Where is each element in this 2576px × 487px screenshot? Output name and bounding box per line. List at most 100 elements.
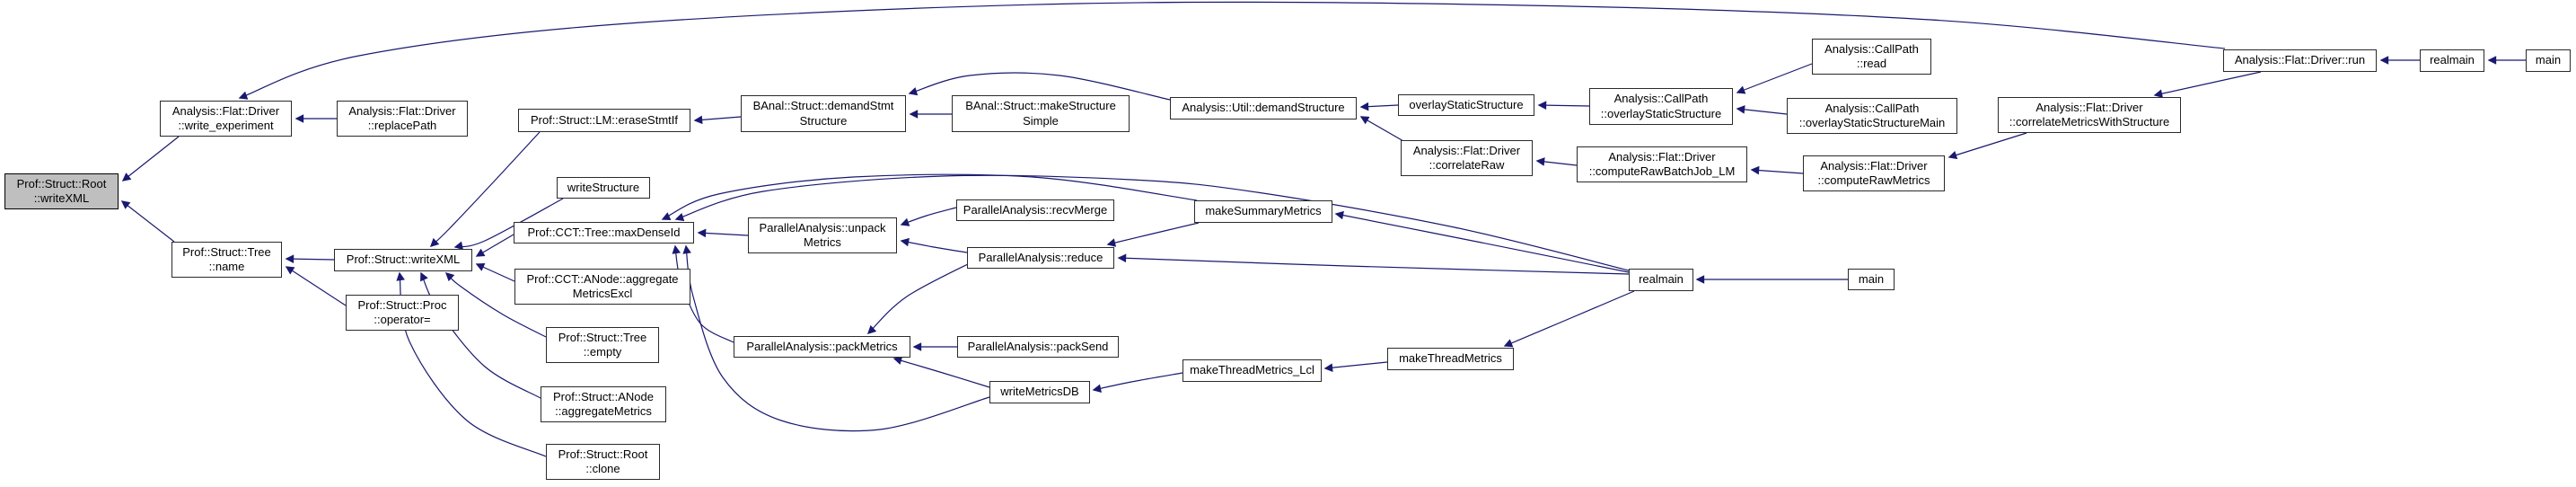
edge-write_experiment-to-root_writexml: [121, 136, 180, 182]
graph-node-label: ParallelAnalysis::packSend: [967, 339, 1109, 353]
graph-node-erase_stmtif[interactable]: Prof::Struct::LM::eraseStmtIf: [518, 109, 690, 132]
graph-node-label: BAnal::Struct::demandStmt: [752, 99, 894, 113]
graph-node-label: Analysis::Flat::Driver: [1412, 143, 1521, 157]
graph-node-label: ::correlateMetricsWithStructure: [2009, 115, 2170, 128]
graph-node-realmain_top[interactable]: realmain: [2420, 49, 2484, 72]
edge-proc_operator-to-tree_name: [285, 266, 347, 306]
graph-node-label: Analysis::Flat::Driver: [171, 103, 280, 118]
graph-node-label: ::operator=: [374, 313, 431, 326]
graph-node-struct_writexml[interactable]: Prof::Struct::writeXML: [334, 249, 472, 271]
graph-node-label: ::aggregateMetrics: [555, 404, 652, 418]
edge-realmain_bottom-to-make_thread_metrics: [1503, 290, 1635, 348]
graph-node-label: writeStructure: [567, 180, 640, 194]
graph-node-label: ::clone: [585, 462, 620, 475]
graph-node-anode_aggregate_metrics[interactable]: Prof::Struct::ANode::aggregateMetrics: [541, 386, 666, 422]
graph-node-label: Analysis::Flat::Driver: [1820, 158, 1928, 173]
graph-node-max_denseid[interactable]: Prof::CCT::Tree::maxDenseId: [514, 222, 694, 244]
edge-make_thread_metrics-to-make_thread_metrics_lcl: [1323, 361, 1388, 372]
graph-node-tree_empty[interactable]: Prof::Struct::Tree::empty: [546, 327, 659, 363]
graph-node-label: Prof::Struct::ANode: [553, 389, 654, 403]
graph-node-label: Analysis::CallPath: [1613, 92, 1709, 106]
graph-node-write_structure[interactable]: writeStructure: [557, 177, 650, 199]
edge-correlate_raw-to-util_demand_structure: [1359, 116, 1404, 142]
graph-node-label: MetricsExcl: [572, 287, 633, 300]
graph-node-util_demand_structure[interactable]: Analysis::Util::demandStructure: [1170, 97, 1357, 120]
graph-node-label: main: [2535, 53, 2562, 67]
graph-node-write_metrics_db[interactable]: writeMetricsDB: [989, 381, 1090, 403]
graph-node-cp_overlay_static_structure_main[interactable]: Analysis::CallPath::overlayStaticStructu…: [1787, 98, 1957, 134]
graph-node-compute_raw_batchjob_lm[interactable]: Analysis::Flat::Driver::computeRawBatchJ…: [1577, 146, 1747, 182]
graph-node-label: ::writeXML: [33, 191, 90, 205]
edge-overlay_static_structure-to-util_demand_structure: [1359, 102, 1399, 111]
graph-node-label: Prof::Struct::Proc: [357, 297, 447, 312]
edge-realmain_bottom-to-max_denseid: [674, 174, 1630, 271]
graph-node-label: Analysis::Flat::Driver: [348, 103, 456, 118]
graph-node-realmain_bottom[interactable]: realmain: [1629, 269, 1693, 291]
graph-node-label: ::read: [1856, 57, 1887, 70]
graph-node-label: ::computeRawBatchJob_LM: [1588, 164, 1736, 178]
graph-node-correlate_raw[interactable]: Analysis::Flat::Driver::correlateRaw: [1401, 140, 1533, 176]
graph-node-label: makeSummaryMetrics: [1205, 204, 1322, 218]
graph-node-pack_metrics[interactable]: ParallelAnalysis::packMetrics: [734, 336, 910, 358]
graph-node-label: ::overlayStaticStructure: [1600, 106, 1722, 120]
graph-node-label: makeThreadMetrics: [1399, 351, 1502, 366]
graph-node-label: Prof::Struct::LM::eraseStmtIf: [531, 112, 678, 127]
graph-node-driver_run[interactable]: Analysis::Flat::Driver::run: [2223, 49, 2377, 72]
graph-node-tree_name[interactable]: Prof::Struct::Tree::name: [171, 242, 282, 278]
graph-node-label: ParallelAnalysis::reduce: [978, 250, 1103, 264]
graph-node-label: main: [1858, 271, 1885, 286]
graph-node-replace_path[interactable]: Analysis::Flat::Driver::replacePath: [337, 101, 468, 137]
graph-node-recv_merge[interactable]: ParallelAnalysis::recvMerge: [956, 199, 1114, 221]
graph-node-label: Analysis::Util::demandStructure: [1182, 101, 1345, 115]
graph-node-overlay_static_structure[interactable]: overlayStaticStructure: [1398, 94, 1534, 116]
edge-make_summary_metrics-to-reduce: [1106, 222, 1200, 247]
graph-node-make_summary_metrics[interactable]: makeSummaryMetrics: [1194, 200, 1332, 223]
edge-struct_writexml-to-tree_name: [285, 254, 335, 263]
edge-cp_overlay_static_structure-to-overlay_static_structure: [1537, 101, 1590, 110]
edge-unpack_metrics-to-max_denseid: [697, 228, 749, 238]
graph-node-pack_send[interactable]: ParallelAnalysis::packSend: [957, 336, 1119, 358]
edge-anode_aggregate_metrics-to-struct_writexml: [420, 271, 541, 399]
graph-node-label: makeThreadMetrics_Lcl: [1190, 363, 1314, 377]
edge-make_thread_metrics_lcl-to-write_metrics_db: [1092, 372, 1183, 393]
graph-node-label: ::empty: [583, 345, 622, 359]
graph-node-compute_raw_metrics[interactable]: Analysis::Flat::Driver::computeRawMetric…: [1803, 155, 1945, 191]
graph-node-label: Analysis::CallPath: [1824, 41, 1919, 56]
graph-node-label: Prof::Struct::Tree: [182, 244, 271, 259]
graph-node-write_experiment[interactable]: Analysis::Flat::Driver::write_experiment: [160, 101, 292, 137]
graph-node-cp_overlay_static_structure[interactable]: Analysis::CallPath::overlayStaticStructu…: [1589, 88, 1733, 125]
graph-node-label: ParallelAnalysis::unpack: [759, 220, 886, 235]
graph-node-label: writeMetricsDB: [1000, 385, 1079, 399]
edge-write_metrics_db-to-pack_metrics: [892, 356, 990, 388]
graph-node-reduce[interactable]: ParallelAnalysis::reduce: [967, 247, 1114, 269]
edge-max_denseid-to-struct_writexml: [475, 234, 514, 257]
graph-node-correlate_metrics_with_structure[interactable]: Analysis::Flat::Driver::correlateMetrics…: [1998, 97, 2181, 133]
graph-node-label: Metrics: [804, 235, 841, 249]
graph-node-make_thread_metrics_lcl[interactable]: makeThreadMetrics_Lcl: [1182, 359, 1322, 382]
graph-node-label: overlayStaticStructure: [1409, 97, 1524, 111]
graph-node-callpath_read[interactable]: Analysis::CallPath::read: [1812, 39, 1931, 75]
graph-node-label: Prof::Struct::Tree: [558, 330, 647, 344]
graph-node-root_clone[interactable]: Prof::Struct::Root::clone: [546, 444, 660, 480]
graph-node-label: Prof::CCT::ANode::aggregate: [526, 271, 679, 286]
edge-realmain_bottom-to-make_summary_metrics: [1334, 210, 1630, 273]
graph-node-main_bottom[interactable]: main: [1848, 269, 1895, 290]
graph-node-proc_operator[interactable]: Prof::Struct::Proc::operator=: [346, 295, 459, 331]
graph-node-main_top[interactable]: main: [2526, 49, 2571, 72]
graph-node-label: ::replacePath: [367, 119, 437, 132]
edge-compute_raw_batchjob_lm-to-correlate_raw: [1535, 157, 1578, 166]
graph-node-label: BAnal::Struct::makeStructure: [965, 99, 1116, 113]
graph-node-label: ::computeRawMetrics: [1817, 173, 1930, 187]
edge-tree_name-to-root_writexml: [120, 200, 175, 243]
edge-driver_run-to-write_experiment: [238, 1, 2226, 100]
graph-node-label: realmain: [1639, 272, 1684, 287]
edge-recv_merge-to-unpack_metrics: [900, 207, 957, 226]
graph-node-label: Analysis::CallPath: [1824, 101, 1920, 115]
graph-node-make_thread_metrics[interactable]: makeThreadMetrics: [1387, 348, 1514, 370]
